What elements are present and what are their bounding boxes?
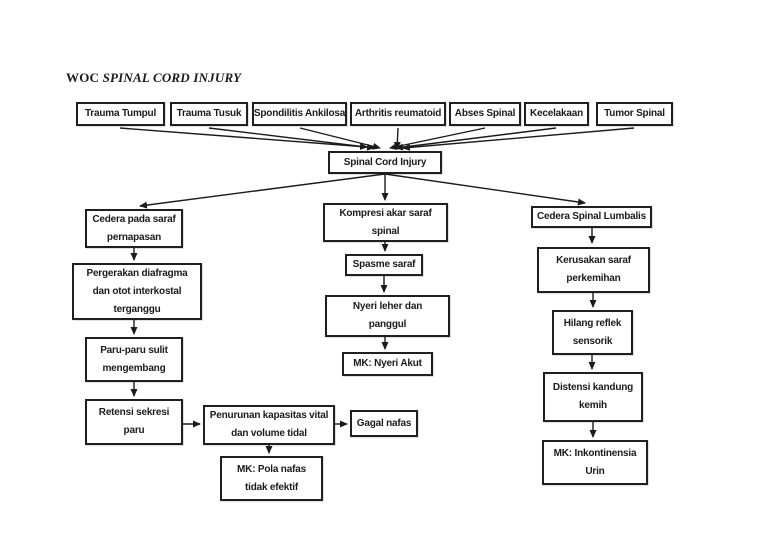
node-label: Spinal Cord Injury	[343, 156, 427, 168]
node-gagal-nafas: Gagal nafas	[350, 410, 418, 437]
node-pergerakan-diafragma: Pergerakan diafragma dan otot interkosta…	[72, 263, 202, 320]
node-mk-inkontinensia-urin: MK: Inkontinensia Urin	[542, 440, 648, 485]
node-label: Cedera pada saraf pernapasan	[92, 213, 176, 243]
node-label: Trauma Tusuk	[176, 108, 242, 119]
node-paru-paru-sulit-mengembang: Paru-paru sulit mengembang	[85, 337, 183, 382]
node-retensi-sekresi-paru: Retensi sekresi paru	[85, 399, 183, 445]
node-kecelakaan: Kecelakaan	[524, 102, 589, 126]
node-distensi-kandung-kemih: Distensi kandung kemih	[543, 372, 643, 422]
node-spasme-saraf: Spasme saraf	[345, 254, 423, 276]
node-label: Spondilitis Ankilosa	[253, 108, 346, 119]
node-label: Penurunan kapasitas vital dan volume tid…	[209, 410, 329, 439]
node-cedera-saraf-pernapasan: Cedera pada saraf pernapasan	[85, 209, 183, 248]
node-spondilitis-ankilosa: Spondilitis Ankilosa	[252, 102, 347, 126]
node-label: Trauma Tumpul	[84, 108, 157, 119]
node-kerusakan-saraf-perkemihan: Kerusakan saraf perkemihan	[537, 247, 650, 293]
node-mk-pola-nafas-tidak-efektif: MK: Pola nafas tidak efektif	[220, 456, 323, 501]
node-label: Arthritis reumatoid	[354, 108, 442, 119]
node-hilang-reflek-sensorik: Hilang reflek sensorik	[552, 310, 633, 355]
node-trauma-tumpul: Trauma Tumpul	[76, 102, 165, 126]
node-cedera-spinal-lumbalis: Cedera Spinal Lumbalis	[531, 206, 652, 228]
node-penurunan-kapasitas-vital: Penurunan kapasitas vital dan volume tid…	[203, 405, 335, 445]
node-kompresi-akar-saraf-spinal: Kompresi akar saraf spinal	[323, 203, 448, 242]
node-label: Kompresi akar saraf spinal	[339, 207, 432, 237]
node-label: Kerusakan saraf perkemihan	[556, 255, 631, 284]
node-label: MK: Pola nafas tidak efektif	[237, 463, 306, 493]
node-label: Pergerakan diafragma dan otot interkosta…	[86, 267, 188, 315]
node-label: Tumor Spinal	[604, 108, 665, 119]
node-arthritis-reumatoid: Arthritis reumatoid	[350, 102, 446, 126]
node-label: Retensi sekresi paru	[98, 407, 170, 436]
node-nyeri-leher-dan-panggul: Nyeri leher dan panggul	[325, 295, 450, 337]
diagram-title: WOC SPINAL CORD INJURY	[66, 70, 241, 86]
node-label: Distensi kandung kemih	[552, 382, 634, 411]
node-mk-nyeri-akut: MK: Nyeri Akut	[342, 352, 433, 376]
diagram-title-prefix: WOC	[66, 70, 103, 85]
node-label: Nyeri leher dan panggul	[352, 301, 423, 330]
node-label: Hilang reflek sensorik	[563, 317, 622, 347]
node-label: Paru-paru sulit mengembang	[100, 344, 168, 374]
diagram-title-emphasis: SPINAL CORD INJURY	[102, 70, 242, 85]
node-abses-spinal: Abses Spinal	[449, 102, 521, 126]
node-label: Abses Spinal	[454, 108, 516, 119]
node-label: Cedera Spinal Lumbalis	[537, 211, 646, 222]
node-trauma-tusuk: Trauma Tusuk	[170, 102, 248, 126]
node-label: MK: Inkontinensia Urin	[553, 447, 637, 477]
node-label: Kecelakaan	[529, 108, 584, 119]
node-label: MK: Nyeri Akut	[353, 358, 422, 369]
node-label: Gagal nafas	[356, 417, 412, 429]
node-spinal-cord-injury: Spinal Cord Injury	[328, 151, 442, 174]
node-label: Spasme saraf	[352, 259, 416, 270]
node-tumor-spinal: Tumor Spinal	[596, 102, 673, 126]
